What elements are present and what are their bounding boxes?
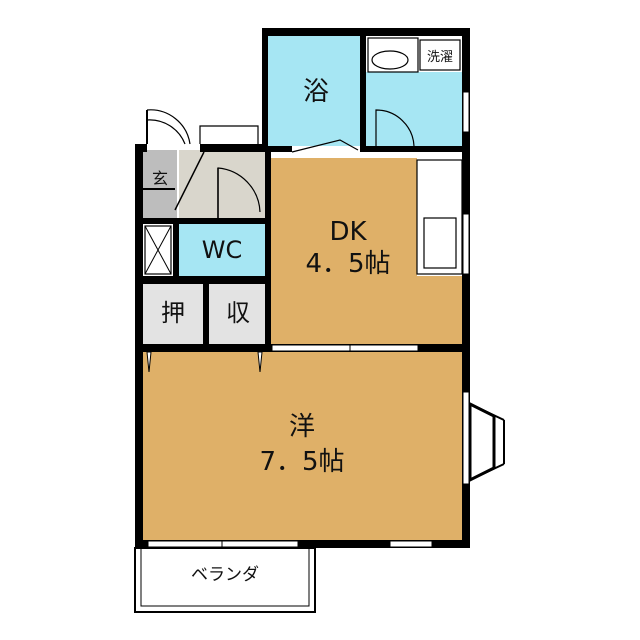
western-name-label: 洋 (289, 412, 315, 442)
western-size-label: 7．5帖 (259, 447, 344, 477)
balcony-label: ベランダ (191, 565, 259, 585)
kitchen-area-floor (417, 276, 462, 346)
storage-label: 収 (226, 299, 250, 327)
dk-size-label: 4．5帖 (305, 249, 390, 279)
toilet-label: WC (202, 236, 243, 264)
genkan-floor (143, 150, 177, 220)
toilet-floor (179, 224, 265, 276)
bath-floor (268, 36, 360, 146)
hall-floor (179, 150, 265, 218)
entrance-label: 玄 (152, 169, 168, 188)
storage-floor (209, 284, 267, 344)
washroom-floor (366, 72, 462, 152)
kitchen-counter-fixtures (416, 159, 463, 275)
western-room-floor (143, 352, 462, 540)
balcony-outline (134, 547, 316, 613)
dk-name-label: DK (329, 217, 367, 247)
doors (146, 37, 461, 373)
bay-window (468, 401, 505, 483)
bath-label: 浴 (303, 77, 329, 107)
pipe-shaft (144, 225, 172, 275)
closet-floor (143, 284, 203, 344)
closet-label: 押 (161, 299, 185, 327)
dk-room-floor (271, 158, 417, 346)
laundry-label: 洗濯 (427, 50, 453, 65)
